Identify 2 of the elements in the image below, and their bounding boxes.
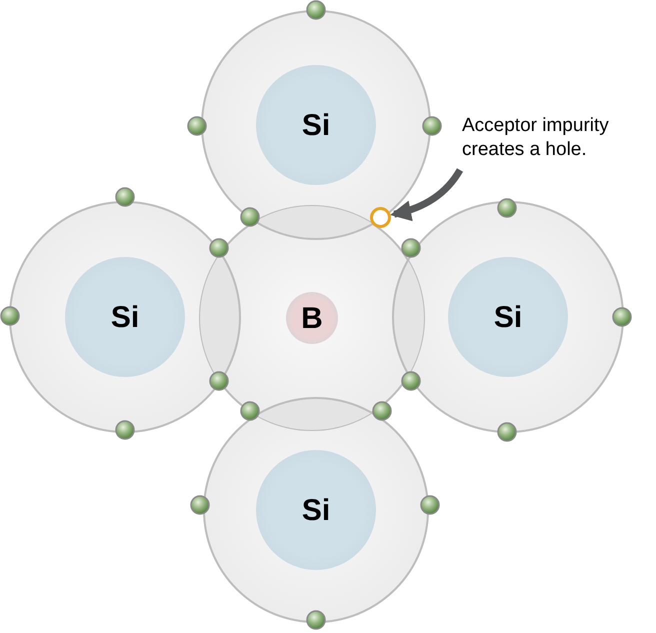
callout-text: Acceptor impurity creates a hole. [462,114,656,164]
curved-arrow [390,168,463,221]
